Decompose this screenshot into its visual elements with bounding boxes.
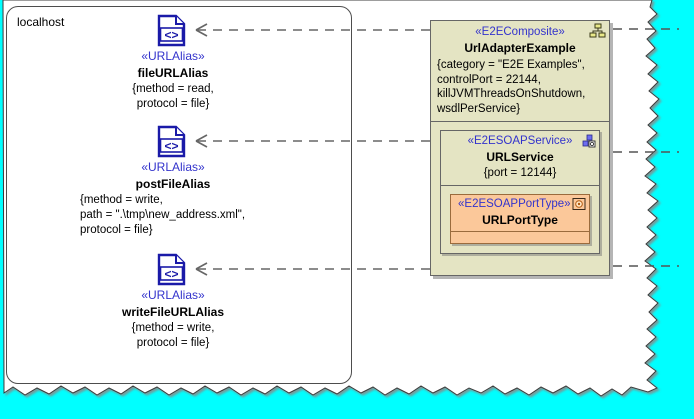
alias-properties: {method = write, protocol = file} (131, 322, 215, 349)
alias-name: writeFileURLAlias (121, 305, 225, 319)
porttype-header: «E2ESOAPPortType» URLPortType (451, 195, 589, 232)
composite-stereotype: «E2EComposite» (475, 26, 565, 38)
alias-stereotype: «URLAlias» (141, 49, 205, 63)
porttype-compartment (451, 232, 589, 243)
alias-name: postFileAlias (135, 177, 211, 191)
service-properties: {port = 12144} (483, 167, 557, 179)
composite-header: «E2EComposite» UrlAdapterExample {catego… (431, 21, 609, 122)
service-header: «E2ESOAPService» URLService {port = 1214… (441, 131, 599, 186)
alias-stereotype: «URLAlias» (141, 288, 205, 302)
alias-name: fileURLAlias (137, 66, 209, 80)
porttype-stereotype: «E2ESOAPPortType» (458, 198, 571, 210)
svg-text:<>: <> (164, 28, 178, 42)
service-name: URLService (486, 150, 554, 164)
porttype-name: URLPortType (482, 213, 558, 227)
service-node[interactable]: «E2ESOAPService» URLService {port = 1214… (440, 130, 600, 254)
soap-service-icon (582, 134, 596, 148)
alias-icon-row: <> (18, 14, 328, 48)
code-document-icon: <> (157, 125, 186, 158)
porttype-icon (572, 198, 586, 210)
composite-properties: {category = "E2E Examples", controlPort … (437, 59, 586, 115)
service-body: «E2ESOAPPortType» URLPortType (441, 186, 599, 253)
alias-icon-row: <> (18, 253, 328, 287)
alias-stereotype: «URLAlias» (141, 160, 205, 174)
alias-icon-row: <> (18, 125, 328, 159)
composite-name: UrlAdapterExample (464, 41, 576, 55)
alias-block-writefileurlalias[interactable]: <> «URLAlias» writeFileURLAlias {method … (18, 253, 328, 351)
code-document-icon: <> (157, 253, 186, 286)
porttype-node[interactable]: «E2ESOAPPortType» URLPortType (450, 194, 590, 244)
alias-block-fileurlalias[interactable]: <> «URLAlias» fileURLAlias {method = rea… (18, 14, 328, 112)
svg-text:<>: <> (164, 139, 178, 153)
code-document-icon: <> (157, 14, 186, 47)
service-stereotype: «E2ESOAPService» (467, 135, 573, 147)
svg-text:<>: <> (164, 267, 178, 281)
composite-body: «E2ESOAPService» URLService {port = 1214… (431, 122, 609, 264)
composite-component-icon (589, 23, 606, 38)
composite-node[interactable]: «E2EComposite» UrlAdapterExample {catego… (430, 20, 610, 276)
alias-block-postfilealias[interactable]: <> «URLAlias» postFileAlias {method = wr… (18, 125, 328, 238)
alias-properties: {method = write, path = ".\tmp\new_addre… (80, 194, 246, 236)
alias-properties: {method = read, protocol = file} (132, 83, 214, 110)
